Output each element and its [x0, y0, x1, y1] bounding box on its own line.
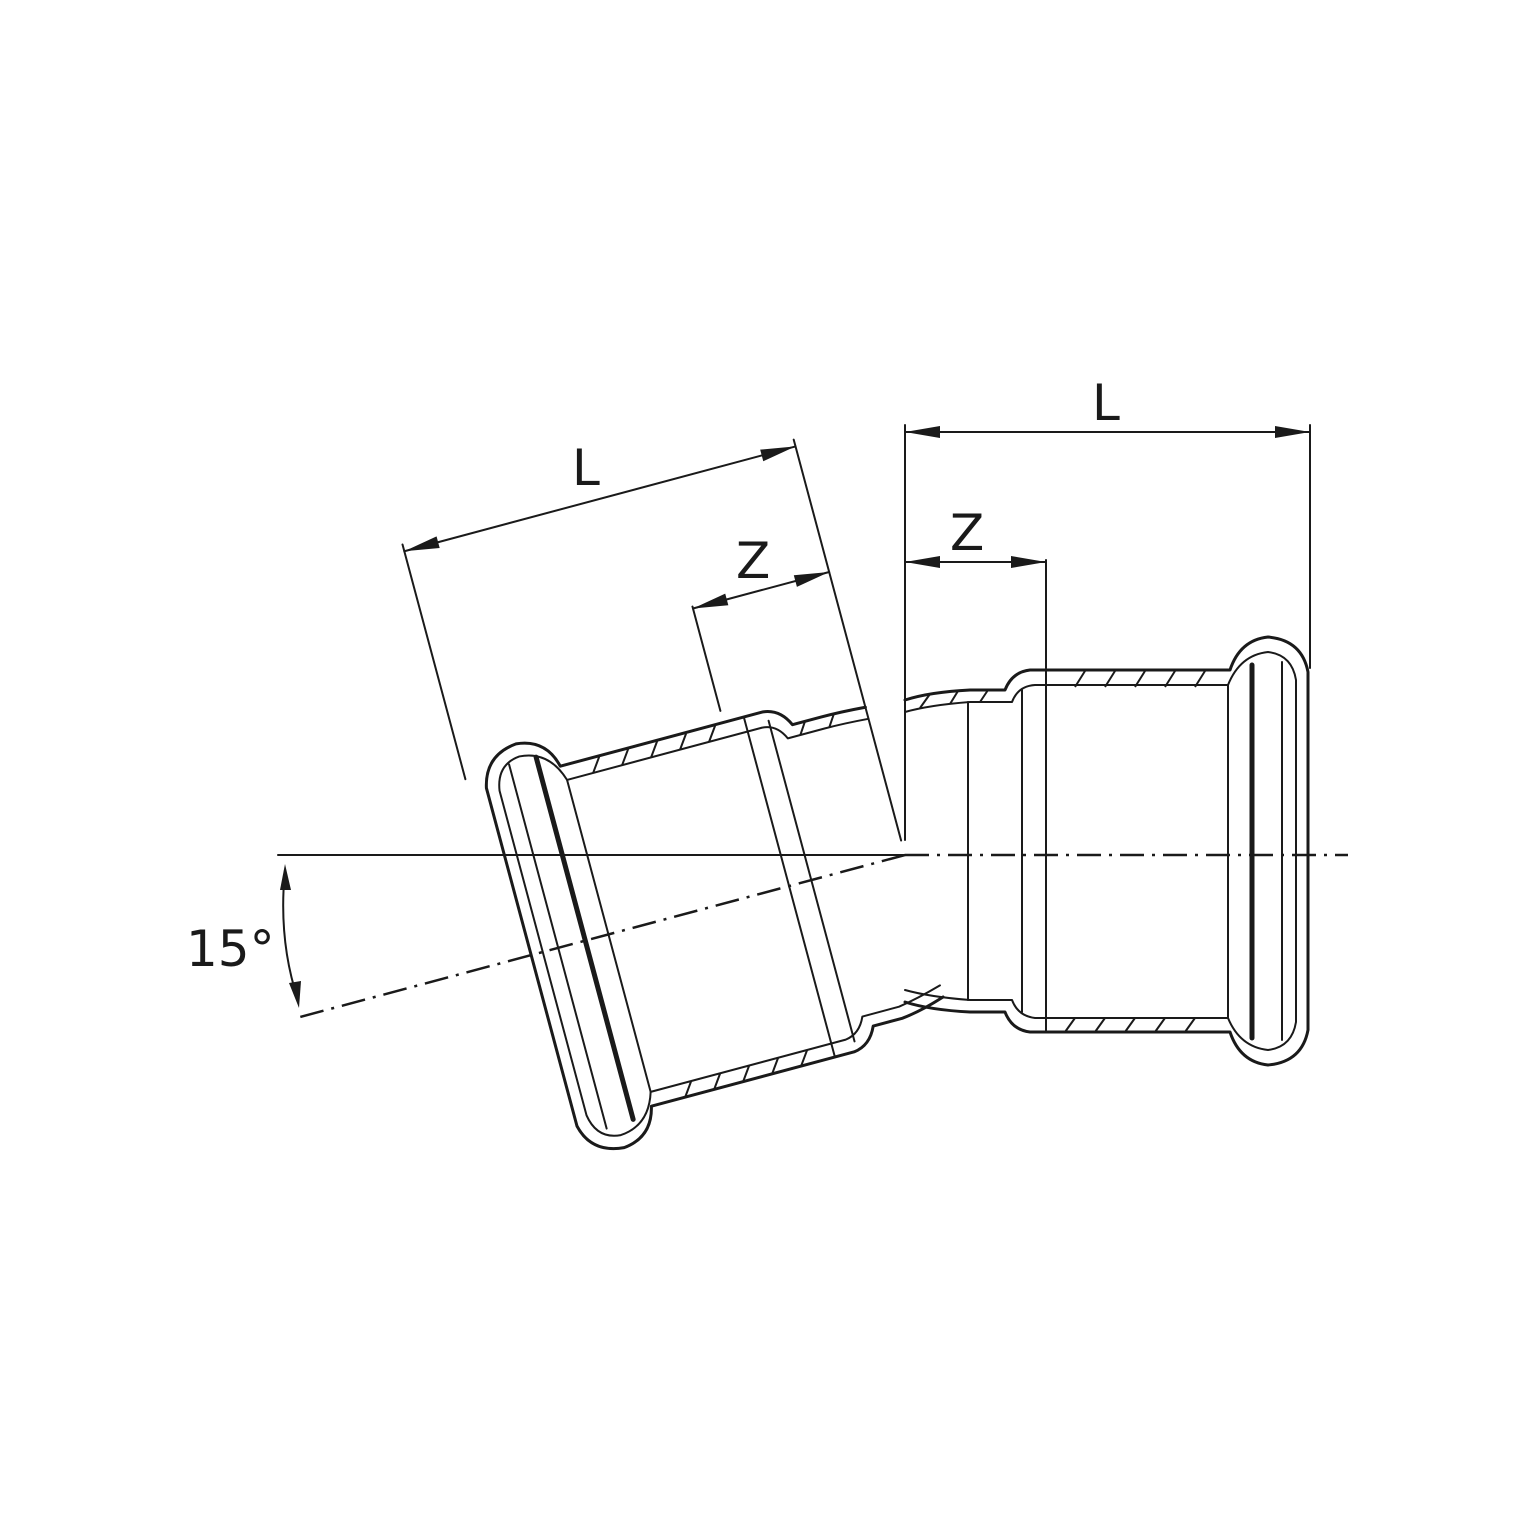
right-z-label: Z [950, 504, 984, 562]
right-leg-inner [904, 651, 1297, 1051]
left-z-arrow-right [793, 571, 830, 587]
left-dimensions [401, 438, 903, 842]
left-l-label: L [572, 439, 600, 497]
left-z-label: Z [736, 532, 770, 590]
left-l-arrow-right [760, 446, 796, 462]
angle-arrow-top [280, 864, 291, 890]
left-ext-bend [792, 438, 903, 842]
left-l-arrow-left [404, 536, 440, 552]
left-leg-hatch-top [592, 713, 835, 774]
angle-dimension: 15° [186, 864, 301, 1008]
left-ext-z [691, 605, 722, 712]
left-centerline [299, 853, 906, 1019]
right-dimensions: L Z [904, 374, 1311, 841]
left-leg-line-4 [508, 763, 608, 1130]
left-leg-socket-ring [533, 754, 636, 1122]
right-l-label: L [1092, 374, 1120, 432]
right-z-arrow-right [1011, 556, 1046, 568]
right-z-arrow-left [905, 556, 940, 568]
right-l-arrow-left [905, 426, 940, 438]
right-l-arrow-right [1275, 426, 1310, 438]
left-l-dim-line [403, 445, 797, 553]
left-leg-outer [484, 705, 945, 1151]
right-leg-outer-top [903, 635, 1310, 1067]
left-leg-inner [498, 717, 941, 1137]
left-z-arrow-left [692, 593, 729, 609]
right-leg [903, 635, 1310, 1067]
right-leg-hatch-top [919, 670, 1206, 709]
right-leg-hatch-bottom [1064, 1017, 1196, 1033]
left-leg-line-3 [566, 778, 652, 1093]
left-leg-hatch-bottom [684, 1049, 809, 1098]
left-ext-end [401, 543, 467, 781]
angle-label: 15° [186, 920, 275, 978]
angle-arrow-bottom [289, 981, 301, 1008]
